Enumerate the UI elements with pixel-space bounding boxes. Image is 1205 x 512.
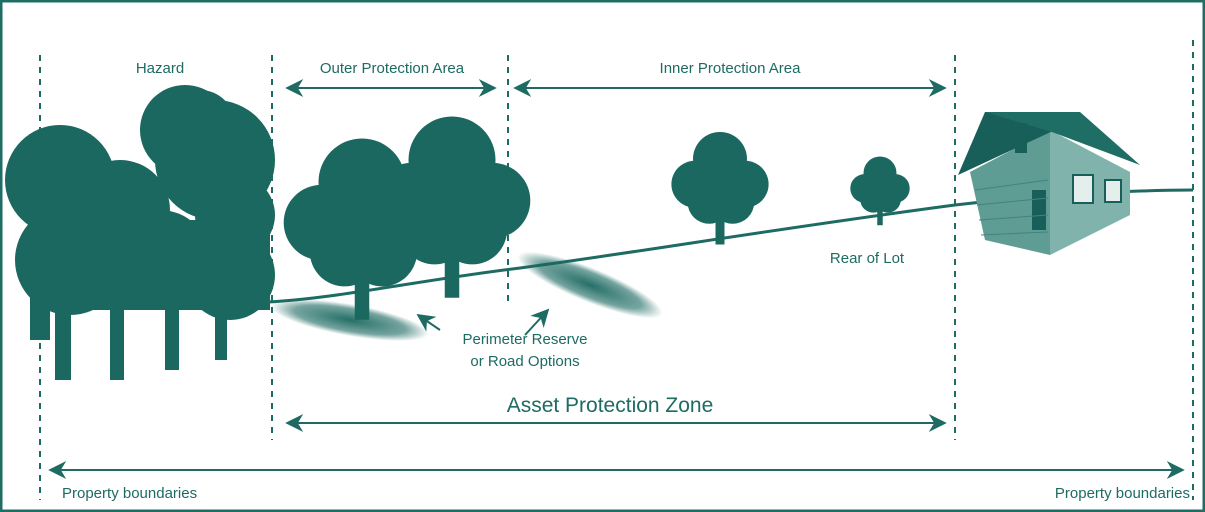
rear-of-lot-label: Rear of Lot (829, 250, 905, 267)
property-boundaries-left-label: Property boundaries (62, 485, 198, 502)
hazard-forest (5, 85, 275, 380)
tree-icon (671, 132, 769, 245)
perimeter-reserve-line1: Perimeter Reserve (462, 331, 588, 348)
perimeter-reserve-shading (271, 251, 663, 342)
outer-protection-area-label: Outer Protection Area (319, 60, 465, 77)
perimeter-pointer-arrow-left (416, 313, 441, 332)
house-icon (958, 112, 1140, 255)
property-boundaries-right-label: Property boundaries (1054, 485, 1190, 502)
perimeter-reserve-line2: or Road Options (470, 353, 580, 370)
tree-icon (850, 156, 910, 226)
asset-protection-zone-label: Asset Protection Zone (506, 394, 714, 417)
inner-protection-area-label: Inner Protection Area (659, 60, 801, 77)
perimeter-reserve-label: Perimeter Reserve or Road Options (410, 329, 640, 373)
hazard-label: Hazard (135, 60, 185, 77)
arrows (48, 79, 1185, 479)
perimeter-pointer-arrow-right (524, 308, 550, 336)
outer-area-trees (283, 116, 531, 320)
